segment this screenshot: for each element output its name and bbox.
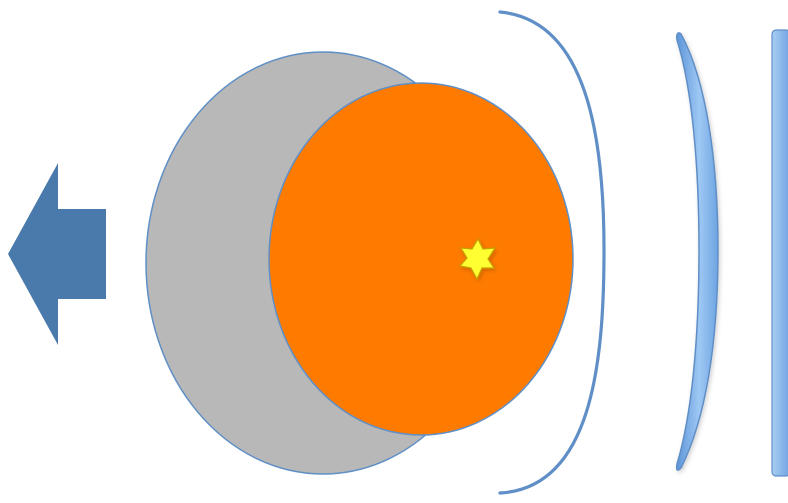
arrow-left-icon xyxy=(8,163,106,345)
right-edge-bar xyxy=(772,30,788,476)
orange-circle xyxy=(269,83,573,435)
lens-arc xyxy=(677,33,718,470)
